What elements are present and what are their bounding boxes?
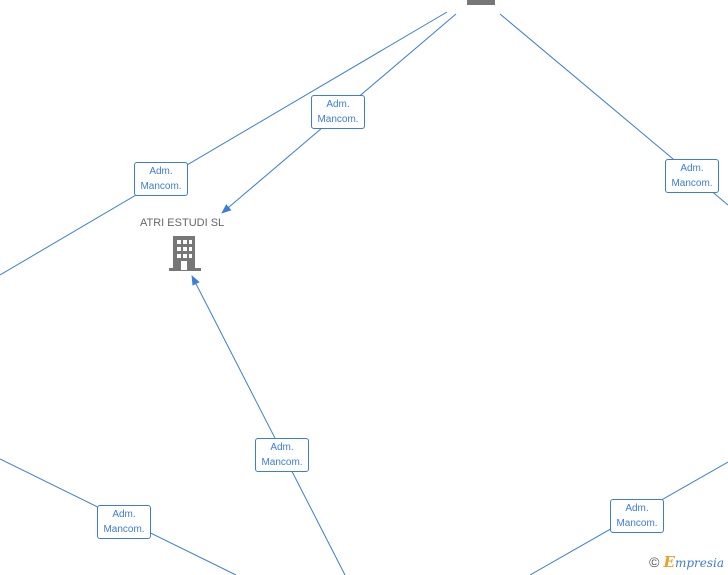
empresia-logo: Empresia <box>663 553 725 571</box>
role-label-box[interactable]: Adm. Mancom. <box>665 159 719 193</box>
role-label-box[interactable]: Adm. Mancom. <box>311 95 365 129</box>
edge-line <box>191 275 346 575</box>
building-icon[interactable] <box>169 236 201 272</box>
role-label-line2: Mancom. <box>103 524 145 535</box>
role-label-line2: Mancom. <box>140 181 182 192</box>
role-label-line1: Adm. <box>326 99 350 110</box>
role-label-box[interactable]: Adm. Mancom. <box>97 505 151 539</box>
role-label-line1: Adm. <box>112 509 136 520</box>
role-label-line2: Mancom. <box>261 457 303 468</box>
role-label-line1: Adm. <box>149 166 173 177</box>
role-label-line2: Mancom. <box>671 178 713 189</box>
role-label-box[interactable]: Adm. Mancom. <box>610 499 664 533</box>
role-label-box[interactable]: Adm. Mancom. <box>134 162 188 196</box>
empresia-watermark: © Empresia <box>649 553 724 571</box>
edge-line <box>0 11 448 276</box>
top-node-stub[interactable] <box>467 0 495 5</box>
role-label-line1: Adm. <box>680 163 704 174</box>
role-label-line1: Adm. <box>625 503 649 514</box>
role-label-line1: Adm. <box>270 442 294 453</box>
company-name-label[interactable]: ATRI ESTUDI SL <box>140 217 225 229</box>
role-label-line2: Mancom. <box>317 114 359 125</box>
copyright-symbol: © <box>649 554 660 570</box>
role-label-line2: Mancom. <box>616 518 658 529</box>
role-label-box[interactable]: Adm. Mancom. <box>255 438 309 472</box>
